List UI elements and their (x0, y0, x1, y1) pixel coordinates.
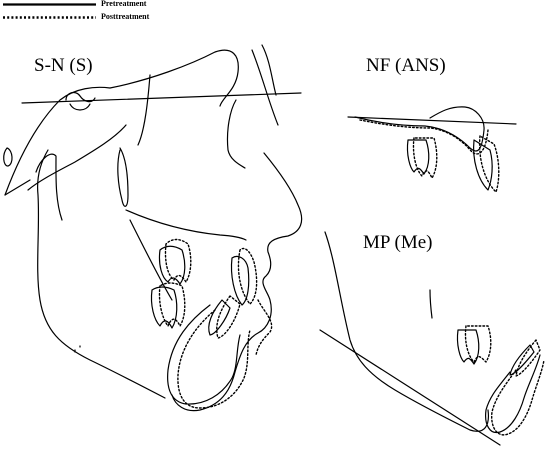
mp-molar-post (464, 325, 492, 363)
mandibular-ramus-inner (125, 209, 247, 241)
condyle-outline (117, 147, 129, 207)
sn-superimposition (3, 44, 303, 412)
nf-reference-line (347, 116, 517, 125)
mandible-outline (37, 149, 166, 399)
symphysis-pre (167, 304, 241, 405)
upper-incisor-post (237, 247, 258, 305)
mp-symphysis-post (491, 359, 545, 436)
nf-molar-post (412, 137, 438, 179)
mp-reference-line (319, 329, 501, 446)
legend-pretreatment-label: Pretreatment (101, 0, 147, 8)
nf-panel-label: NF (ANS) (366, 55, 446, 76)
upper-molar-post (164, 238, 192, 283)
sella-turcica (65, 91, 96, 111)
mp-ramus-outline (324, 231, 490, 432)
lower-molar-post (158, 282, 186, 327)
lower-incisor-post (216, 295, 241, 339)
maxilla-outline-pre (354, 106, 485, 152)
mp-molar-pre (456, 329, 480, 365)
orbit-outline (3, 147, 13, 167)
soft-tissue-profile (171, 152, 303, 412)
maxilla-outline-post (359, 119, 489, 155)
mp-superimposition (319, 231, 545, 446)
ramus-outline (35, 153, 63, 221)
upper-incisor-pre (230, 255, 250, 306)
lower-incisor-pre (208, 299, 231, 336)
legend-posttreatment-label: Posttreatment (101, 12, 150, 21)
pterygoid-outline (4, 124, 127, 196)
orbit-rim (251, 44, 279, 126)
nf-molar-pre (406, 139, 430, 175)
nf-incisor-pre (473, 139, 493, 191)
cranial-base-outline (4, 49, 239, 196)
lower-molar-pre (150, 286, 178, 329)
mp-condyle (429, 289, 433, 319)
nf-superimposition (347, 106, 517, 193)
mp-incisor-post (515, 339, 541, 377)
palatal-outline (137, 74, 151, 146)
frontal-outline (226, 99, 246, 169)
mp-panel-label: MP (Me) (363, 232, 433, 253)
symphysis-post (177, 309, 251, 409)
upper-molar-pre (158, 245, 186, 285)
mp-incisor-pre (509, 344, 535, 376)
posterior-maxilla (129, 219, 173, 301)
soft-tissue-post (255, 299, 273, 356)
sn-panel-label: S-N (S) (34, 55, 93, 76)
mp-symphysis-pre (485, 354, 541, 434)
faint-speckle (74, 345, 81, 353)
sn-reference-line (21, 92, 302, 104)
nf-incisor-post (478, 135, 500, 193)
